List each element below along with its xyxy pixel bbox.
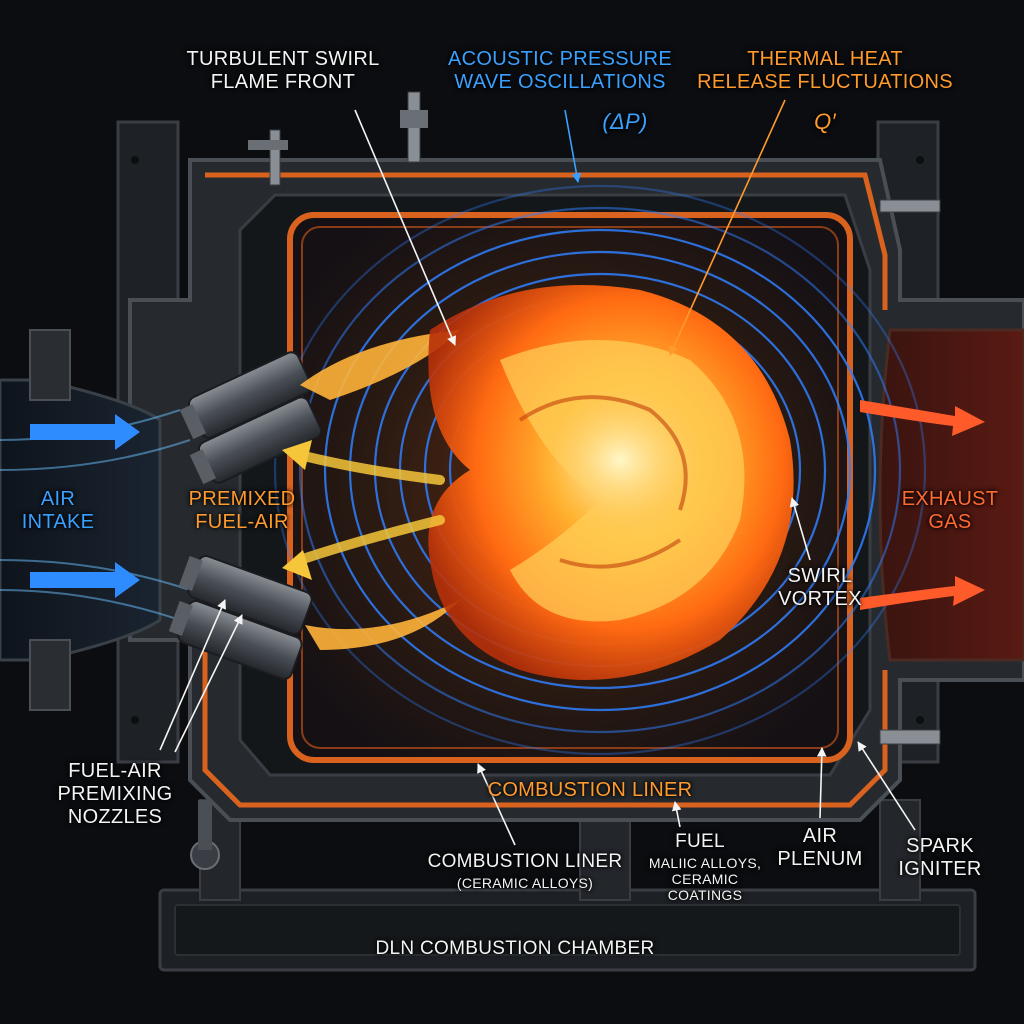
fuel-material-label: MALIIC ALLOYS, CERAMIC COATINGS [640,855,770,903]
acoustic-wave-label: ACOUSTIC PRESSURE WAVE OSCILLATIONS [425,48,695,94]
exhaust-gas-label: EXHAUST GAS [895,488,1005,534]
swirl-vortex-label: SWIRL VORTEX [770,565,870,611]
spark-igniter-label: SPARK IGNITER [885,835,995,881]
air-intake-label: AIR INTAKE [18,488,98,534]
premixed-fuel-air-label: PREMIXED FUEL-AIR [182,488,302,534]
fuel-label: FUEL [665,830,735,853]
flame-front-label: TURBULENT SWIRL FLAME FRONT [178,48,388,94]
combustion-liner-inner-label: COMBUSTION LINER [470,779,710,802]
thermal-release-label: THERMAL HEAT RELEASE FLUCTUATIONS [685,48,965,94]
combustion-liner-material-label: (CERAMIC ALLOYS) [445,875,605,891]
combustion-liner-outer-label: COMBUSTION LINER [420,850,630,873]
thermal-symbol-label: Q′ [800,110,850,133]
premixing-nozzles-label: FUEL-AIR PREMIXING NOZZLES [40,760,190,829]
swirl-flame [428,285,793,680]
acoustic-symbol-label: (ΔP) [580,110,670,133]
chamber-title: DLN COMBUSTION CHAMBER [330,937,700,960]
air-plenum-label: AIR PLENUM [770,825,870,871]
